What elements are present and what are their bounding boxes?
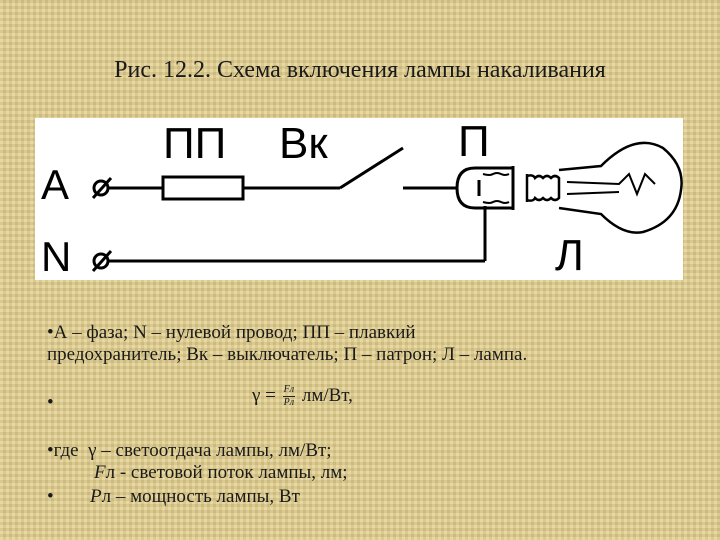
lamp-bulb [525,141,683,234]
page-title: Рис. 12.2. Схема включения лампы накалив… [114,57,606,83]
label-lamp: Л [555,231,584,280]
definitions: •где γ – светоотдача лампы, лм/Вт; Fл - … [47,440,348,508]
definition-line-2: Fл - световой поток лампы, лм; [47,462,348,484]
bullet: • [47,392,54,413]
formula: γ = Fл Pл лм/Вт, [252,384,353,409]
circuit-diagram: А N ПП Вк П Л [35,118,683,280]
definition-flux: л - световой поток лампы, лм; [105,462,348,483]
definition-line-3: • Pл – мощность лампы, Вт [47,486,348,508]
terminal-a [91,176,113,200]
label-switch: Вк [279,119,328,168]
switch-blade [339,146,404,190]
lamp-socket [455,166,515,210]
bullet: • [47,322,54,343]
terminal-n [91,249,113,273]
label-socket: П [458,117,490,166]
neutral-wire [108,206,487,263]
bullet: • [47,486,54,507]
where-word: где [53,440,79,461]
legend: •А – фаза; N – нулевой провод; ПП – плав… [47,322,527,366]
label-n: N [41,233,72,280]
flux-symbol: F [94,462,106,483]
definition-line-1: •где γ – светоотдача лампы, лм/Вт; [47,440,348,462]
legend-line-1: •А – фаза; N – нулевой провод; ПП – плав… [47,322,527,344]
label-fuse: ПП [163,119,227,168]
bullet: • [47,440,54,461]
definition-gamma: γ – светоотдача лампы, лм/Вт; [88,440,332,461]
formula-fraction: Fл Pл [282,384,296,409]
fuse [161,175,245,201]
definition-power: л – мощность лампы, Вт [101,486,300,507]
power-symbol: P [90,486,102,507]
legend-text-1: А – фаза; N – нулевой провод; ПП – плавк… [53,322,416,343]
circuit-drawing [91,141,683,273]
definition-power-wrap: Pл – мощность лампы, Вт [90,486,300,508]
formula-unit: лм/Вт, [301,384,353,406]
label-a: А [41,161,70,208]
formula-lhs: γ = [252,384,276,406]
formula-denominator: Pл [283,397,295,408]
formula-row: • γ = Fл Pл лм/Вт, [47,384,407,414]
legend-line-2: предохранитель; Вк – выключатель; П – па… [47,344,528,365]
formula-numerator: Fл [282,384,296,397]
